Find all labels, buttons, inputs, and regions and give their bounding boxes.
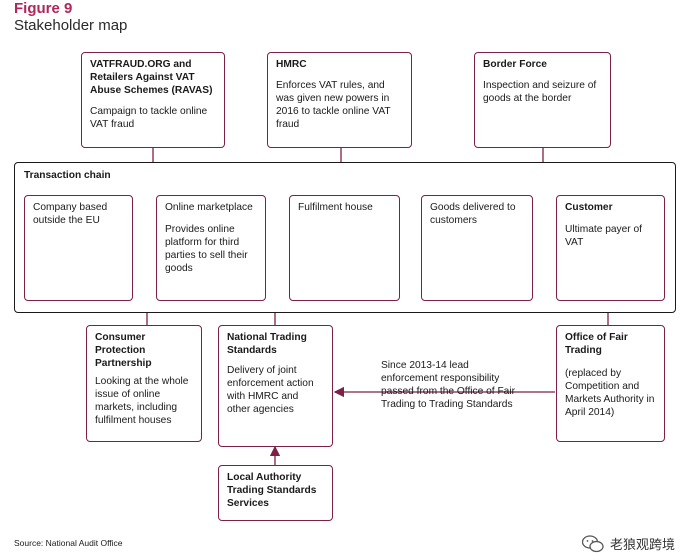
chain-step-marketplace: Online marketplace Provides online platf… bbox=[156, 195, 266, 301]
chain-step-customer: Customer Ultimate payer of VAT bbox=[556, 195, 665, 301]
chain-step-customer-desc: Ultimate payer of VAT bbox=[565, 224, 643, 248]
chain-step-marketplace-desc: Provides online platform for third parti… bbox=[165, 224, 248, 274]
box-consumer-protection: Consumer Protection Partnership Looking … bbox=[86, 325, 202, 442]
figure-label: Figure 9 bbox=[14, 0, 73, 17]
box-vatfraud-heading: VATFRAUD.ORG and Retailers Against VAT A… bbox=[90, 59, 213, 96]
watermark: 老狼观跨境 bbox=[581, 534, 675, 553]
box-office-of-fair-trading: Office of Fair Trading (replaced by Comp… bbox=[556, 325, 665, 442]
box-border-force-desc: Inspection and seizure of goods at the b… bbox=[483, 80, 597, 104]
chain-step-company-heading: Company based outside the EU bbox=[33, 202, 108, 226]
box-vatfraud: VATFRAUD.ORG and Retailers Against VAT A… bbox=[81, 52, 225, 148]
chain-step-marketplace-heading: Online marketplace bbox=[165, 202, 253, 213]
figure-title: Stakeholder map bbox=[14, 17, 128, 34]
chain-step-company: Company based outside the EU bbox=[24, 195, 133, 301]
chain-step-fulfilment: Fulfilment house bbox=[289, 195, 400, 301]
box-local-authority-heading: Local Authority Trading Standards Servic… bbox=[227, 472, 317, 509]
watermark-text: 老狼观跨境 bbox=[609, 537, 675, 552]
source-note: Source: National Audit Office bbox=[14, 538, 123, 548]
transaction-chain-label: Transaction chain bbox=[24, 170, 111, 181]
box-national-trading-standards: National Trading Standards Delivery of j… bbox=[218, 325, 333, 447]
transfer-note: Since 2013-14 lead enforcement responsib… bbox=[381, 360, 516, 410]
box-vatfraud-desc: Campaign to tackle online VAT fraud bbox=[90, 106, 208, 130]
box-consumer-protection-desc: Looking at the whole issue of online mar… bbox=[95, 376, 189, 426]
wechat-icon bbox=[581, 534, 604, 552]
box-border-force-heading: Border Force bbox=[483, 59, 547, 70]
box-hmrc-desc: Enforces VAT rules, and was given new po… bbox=[276, 80, 391, 130]
box-nts-heading: National Trading Standards bbox=[227, 332, 307, 356]
chain-step-delivery-heading: Goods delivered to customers bbox=[430, 202, 516, 226]
box-hmrc-heading: HMRC bbox=[276, 59, 307, 70]
box-local-authority: Local Authority Trading Standards Servic… bbox=[218, 465, 333, 521]
chain-step-fulfilment-heading: Fulfilment house bbox=[298, 202, 373, 213]
chain-step-delivery: Goods delivered to customers bbox=[421, 195, 533, 301]
box-hmrc: HMRC Enforces VAT rules, and was given n… bbox=[267, 52, 412, 148]
box-border-force: Border Force Inspection and seizure of g… bbox=[474, 52, 611, 148]
box-nts-desc: Delivery of joint enforcement action wit… bbox=[227, 365, 314, 415]
chain-step-customer-heading: Customer bbox=[565, 202, 613, 213]
box-consumer-protection-heading: Consumer Protection Partnership bbox=[95, 332, 152, 369]
box-oft-desc: (replaced by Competition and Markets Aut… bbox=[565, 368, 655, 418]
box-oft-heading: Office of Fair Trading bbox=[565, 332, 628, 356]
